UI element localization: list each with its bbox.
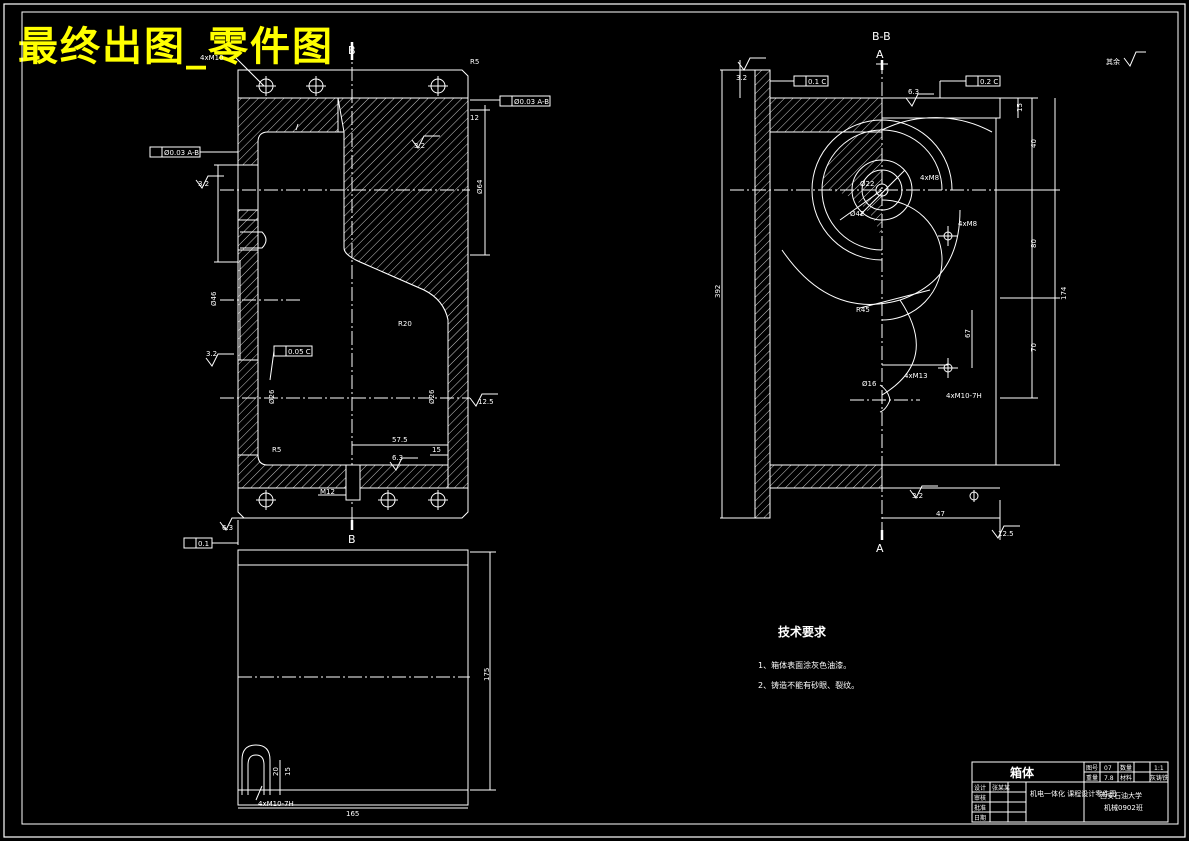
title-class: 机械0902班 [1104, 803, 1143, 812]
dim-46: Ø46 [210, 291, 218, 306]
title-cell-14: 日期 [974, 814, 986, 822]
rough-2: 3.2 [198, 180, 209, 188]
side-top-wall [769, 97, 883, 133]
dim-15-c: 15 [1016, 103, 1024, 112]
dim-r20: R20 [398, 320, 412, 328]
title-part-name: 箱体 [1010, 765, 1035, 780]
notes-title: 技术要求 [778, 624, 827, 639]
dim-67: 67 [964, 329, 972, 338]
rough-5: 12.5 [478, 398, 494, 406]
label-a-bottom: A [876, 542, 884, 555]
title-cell-6: 材料 [1120, 774, 1132, 782]
dim-392: 392 [714, 285, 722, 298]
tol-2: Ø0.03 A-B [164, 149, 199, 157]
rough-6: 6.3 [222, 524, 233, 532]
dim-47: 47 [936, 510, 945, 518]
dim-22: Ø22 [860, 180, 874, 188]
dim-80: 80 [1030, 239, 1038, 248]
dim-26-left: Ø26 [268, 389, 276, 404]
rough-3: 3.2 [206, 350, 217, 358]
dim-4xm8-b: 4xM8 [958, 220, 977, 228]
dim-40: 40 [1030, 139, 1038, 148]
rough-1: 3.2 [414, 142, 425, 150]
label-a-top: A [876, 48, 884, 61]
front-view [149, 42, 551, 549]
dim-42: Ø42 [850, 210, 864, 218]
notes-item-1: 1、箱体表面涂灰色油漆。 [758, 660, 851, 670]
rough-4: 6.3 [392, 454, 403, 462]
rough-8: 3.2 [736, 74, 747, 82]
title-cell-12: 批准 [974, 804, 986, 812]
title-project: 机电一体化 课程设计零件图 [1030, 789, 1116, 798]
inner-border [21, 11, 1179, 825]
dim-r5-bottom: R5 [272, 446, 281, 454]
dim-26-right: Ø26 [428, 389, 436, 404]
rough-9: 3.2 [912, 492, 923, 500]
dim-r45: R45 [856, 306, 870, 314]
title-block [971, 761, 1169, 823]
side-section-view [720, 51, 1146, 540]
tol-6: 0.2 C [980, 78, 998, 86]
label-b-bottom: B [348, 533, 356, 546]
title-school: 西安石油大学 [1100, 791, 1142, 800]
volute [811, 119, 953, 261]
title-cell-5: 7.8 [1104, 775, 1114, 782]
dim-70: 70 [1030, 343, 1038, 352]
title-cell-1: 07 [1104, 765, 1112, 772]
drawing-banner: 最终出图_零件图 [18, 24, 334, 70]
dim-15-b: 15 [284, 767, 292, 776]
tol-4: 0.1 [198, 540, 209, 548]
rough-7: 6.3 [908, 88, 919, 96]
dim-m12: M12 [320, 488, 335, 496]
dim-r5-top: R5 [470, 58, 479, 66]
title-cell-10: 审核 [974, 794, 986, 802]
dim-12: 12 [470, 114, 479, 122]
dim-4xm10: 4xM10 [200, 54, 224, 62]
title-cell-0: 图号 [1086, 765, 1098, 772]
dim-175: 175 [483, 668, 491, 681]
dim-57-5: 57.5 [392, 436, 408, 444]
dim-64: Ø64 [476, 179, 484, 194]
label-b-top: B [348, 44, 356, 57]
dim-4xm8-a: 4xM8 [920, 174, 939, 182]
section-title: B-B [872, 30, 891, 43]
title-project-line: 机电一体化 课程设计零件图 [1030, 789, 1116, 798]
title-cell-2: 数量 [1120, 764, 1132, 772]
dim-20: 20 [272, 767, 280, 776]
title-cell-7: 灰铸铁 [1150, 774, 1168, 782]
tol-3: 0.05 C [288, 348, 311, 356]
side-bottom-wall [769, 464, 883, 489]
dim-15: 15 [432, 446, 441, 454]
dim-4xm13: 4xM13 [904, 372, 928, 380]
title-cell-3: 1:1 [1154, 765, 1164, 772]
dim-165: 165 [346, 810, 359, 818]
tol-5: 0.1 C [808, 78, 826, 86]
title-cell-4: 重量 [1086, 774, 1098, 782]
bottom-view [237, 549, 496, 809]
title-cell-8: 设计 [974, 784, 986, 792]
flange-outline [237, 69, 469, 519]
side-flange [754, 69, 771, 519]
dim-174: 174 [1060, 286, 1068, 300]
outer-border [3, 3, 1186, 838]
roughness-other: 其余 [1106, 57, 1120, 66]
dim-4xm10-7h-b: 4xM10-7H [946, 392, 982, 400]
notes-item-2: 2、铸造不能有砂眼、裂纹。 [758, 680, 859, 690]
dim-16: Ø16 [862, 380, 877, 388]
rough-10: 12.5 [998, 530, 1014, 538]
tol-1: Ø0.03 A-B [514, 98, 549, 106]
title-cell-9: 张某某 [992, 784, 1010, 792]
dim-4xm10-7h: 4xM10-7H [258, 800, 294, 808]
